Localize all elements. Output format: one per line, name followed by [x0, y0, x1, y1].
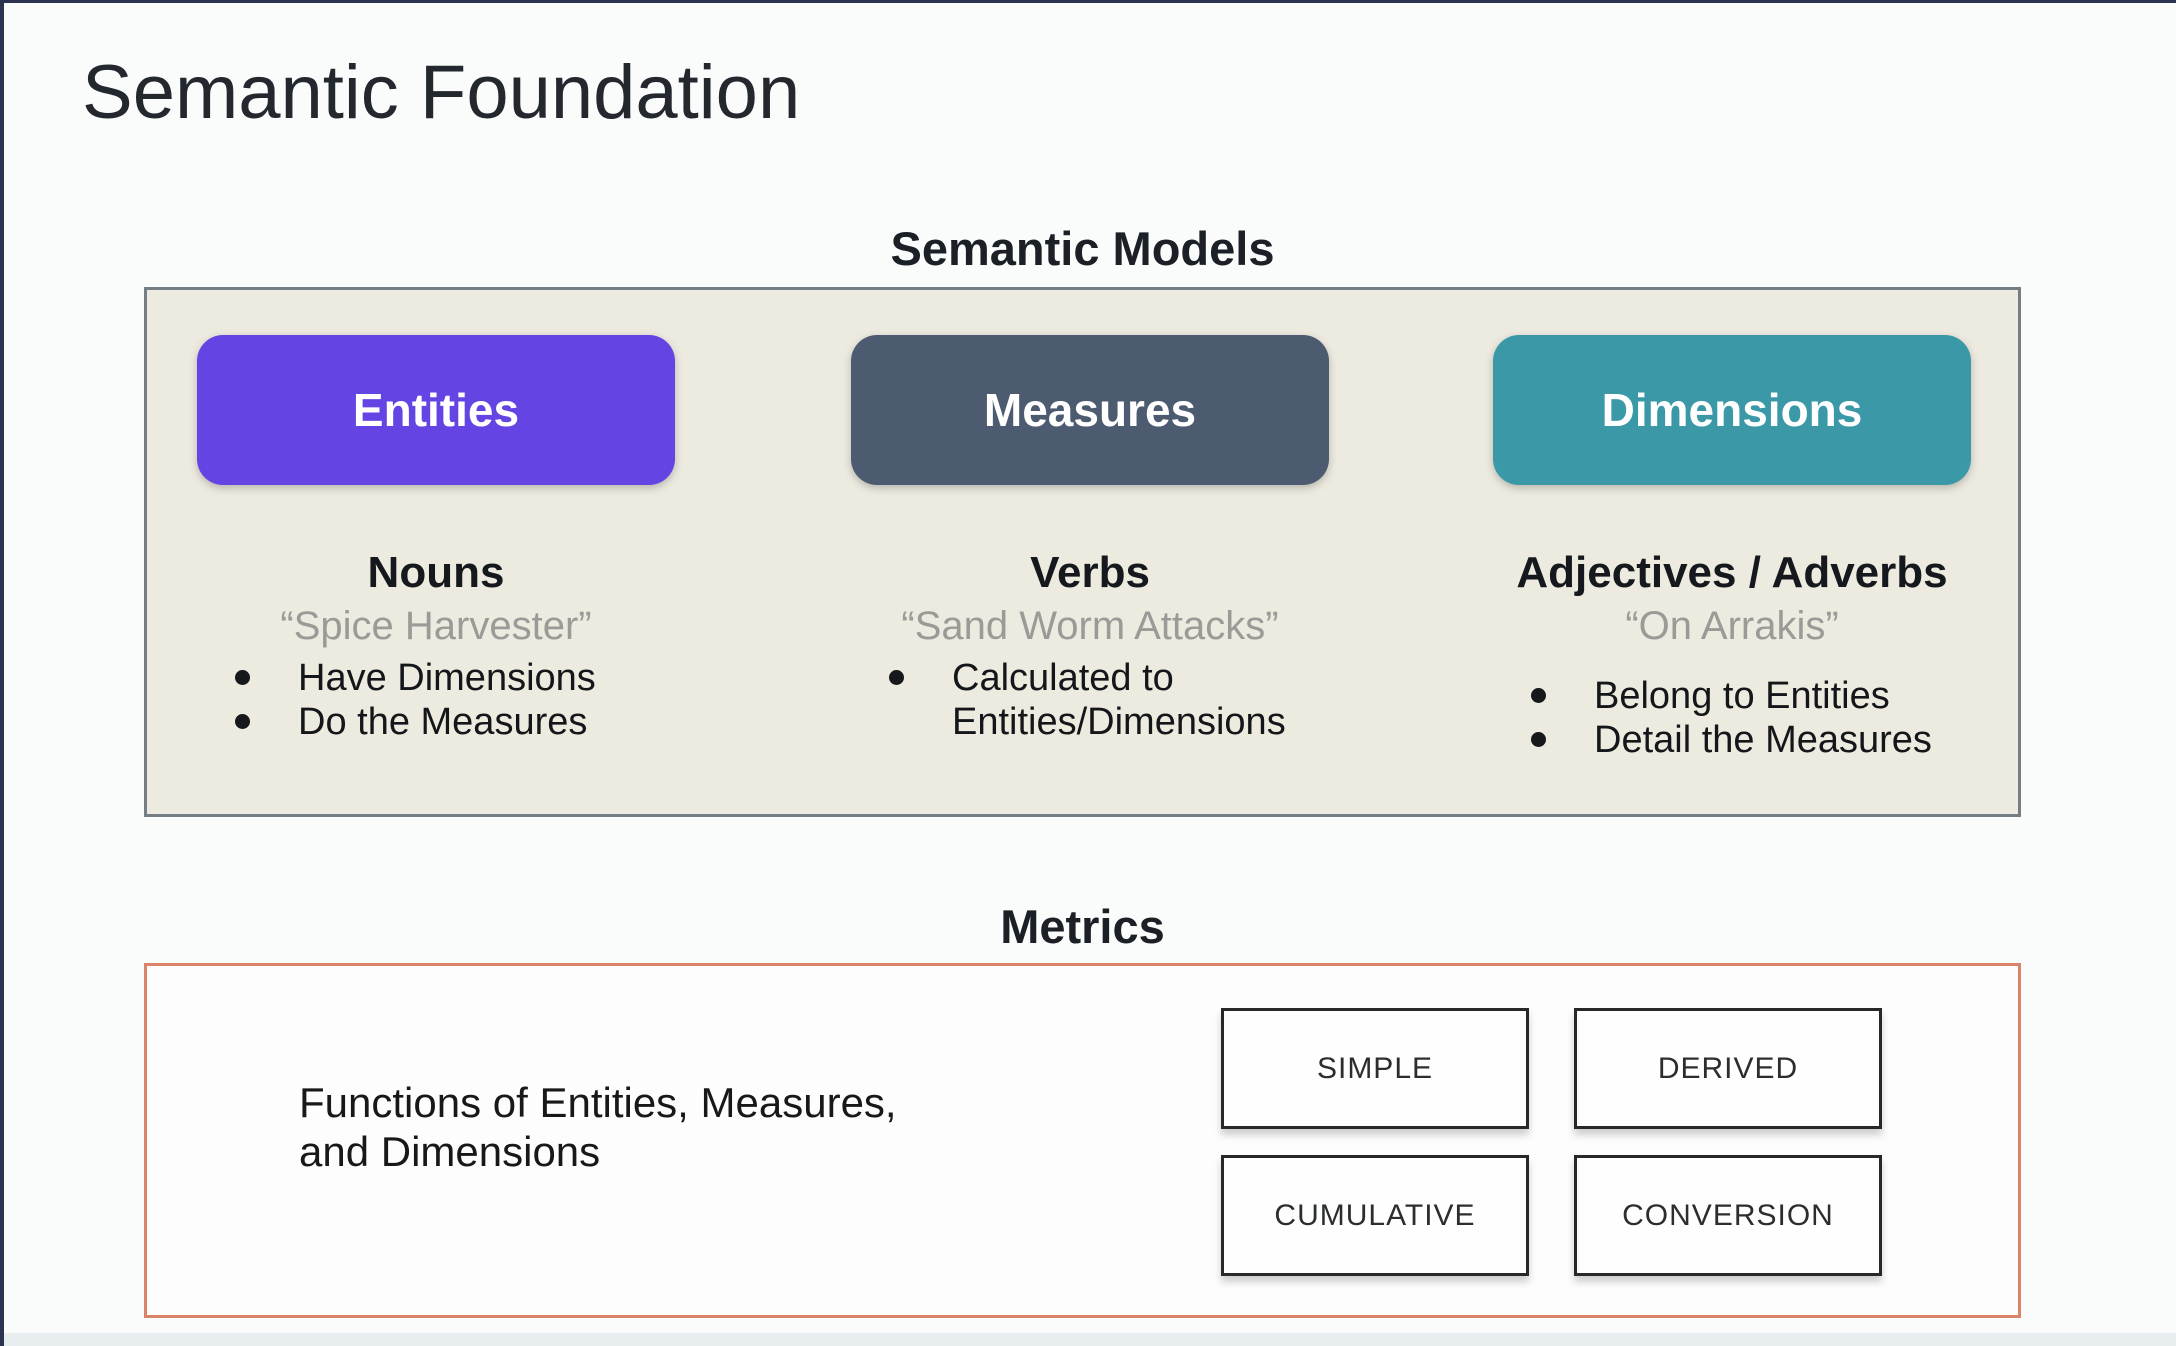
list-item: Belong to Entities — [1493, 674, 1971, 718]
bullet-text: Have Dimensions — [298, 657, 596, 699]
bullet-dot — [1531, 688, 1546, 703]
dimensions-word-type: Adjectives / Adverbs — [1516, 548, 1948, 597]
metrics-heading: Metrics — [1000, 900, 1165, 953]
bullet-text: Calculated to Entities/Dimensions — [952, 657, 1286, 743]
measures-pill: Measures — [851, 335, 1329, 485]
list-item: Do the Measures — [197, 700, 675, 744]
metrics-panel: Functions of Entities, Measures, and Dim… — [144, 963, 2021, 1318]
metrics-description-line2: and Dimensions — [299, 1128, 601, 1175]
dimensions-column: Dimensions Adjectives / Adverbs “On Arra… — [1493, 290, 1971, 814]
list-item: Have Dimensions — [197, 656, 675, 700]
entities-bullet-list: Have Dimensions Do the Measures — [197, 656, 675, 744]
page-title: Semantic Foundation — [82, 50, 801, 135]
measures-quote: “Sand Worm Attacks” — [901, 604, 1279, 648]
list-item: Detail the Measures — [1493, 718, 1971, 762]
entities-pill: Entities — [197, 335, 675, 485]
measures-bullet-list: Calculated to Entities/Dimensions — [851, 656, 1329, 744]
bullet-text: Belong to Entities — [1594, 675, 1890, 717]
bullet-text: Do the Measures — [298, 701, 588, 743]
bullet-text: Detail the Measures — [1594, 719, 1932, 761]
metric-type-box-derived: DERIVED — [1574, 1008, 1882, 1129]
dimensions-pill: Dimensions — [1493, 335, 1971, 485]
metric-type-box-cumulative: CUMULATIVE — [1221, 1155, 1529, 1276]
bottom-edge-strip — [4, 1333, 2176, 1346]
bullet-dot — [1531, 732, 1546, 747]
entities-quote: “Spice Harvester” — [280, 604, 592, 648]
metrics-description: Functions of Entities, Measures, and Dim… — [299, 1078, 897, 1176]
list-item: Calculated to Entities/Dimensions — [851, 656, 1329, 744]
entities-word-type: Nouns — [367, 548, 505, 597]
metric-type-box-conversion: CONVERSION — [1574, 1155, 1882, 1276]
bullet-dot — [889, 670, 904, 685]
dimensions-bullet-list: Belong to Entities Detail the Measures — [1493, 674, 1971, 762]
bullet-dot — [235, 670, 250, 685]
bullet-dot — [235, 714, 250, 729]
semantic-models-heading: Semantic Models — [890, 222, 1275, 275]
semantic-models-panel: Entities Nouns “Spice Harvester” Have Di… — [144, 287, 2021, 817]
entities-column: Entities Nouns “Spice Harvester” Have Di… — [197, 290, 675, 814]
dimensions-quote: “On Arrakis” — [1625, 604, 1839, 648]
metrics-description-line1: Functions of Entities, Measures, — [299, 1079, 897, 1126]
measures-word-type: Verbs — [1030, 548, 1150, 597]
measures-column: Measures Verbs “Sand Worm Attacks” Calcu… — [851, 290, 1329, 814]
metric-type-box-simple: SIMPLE — [1221, 1008, 1529, 1129]
